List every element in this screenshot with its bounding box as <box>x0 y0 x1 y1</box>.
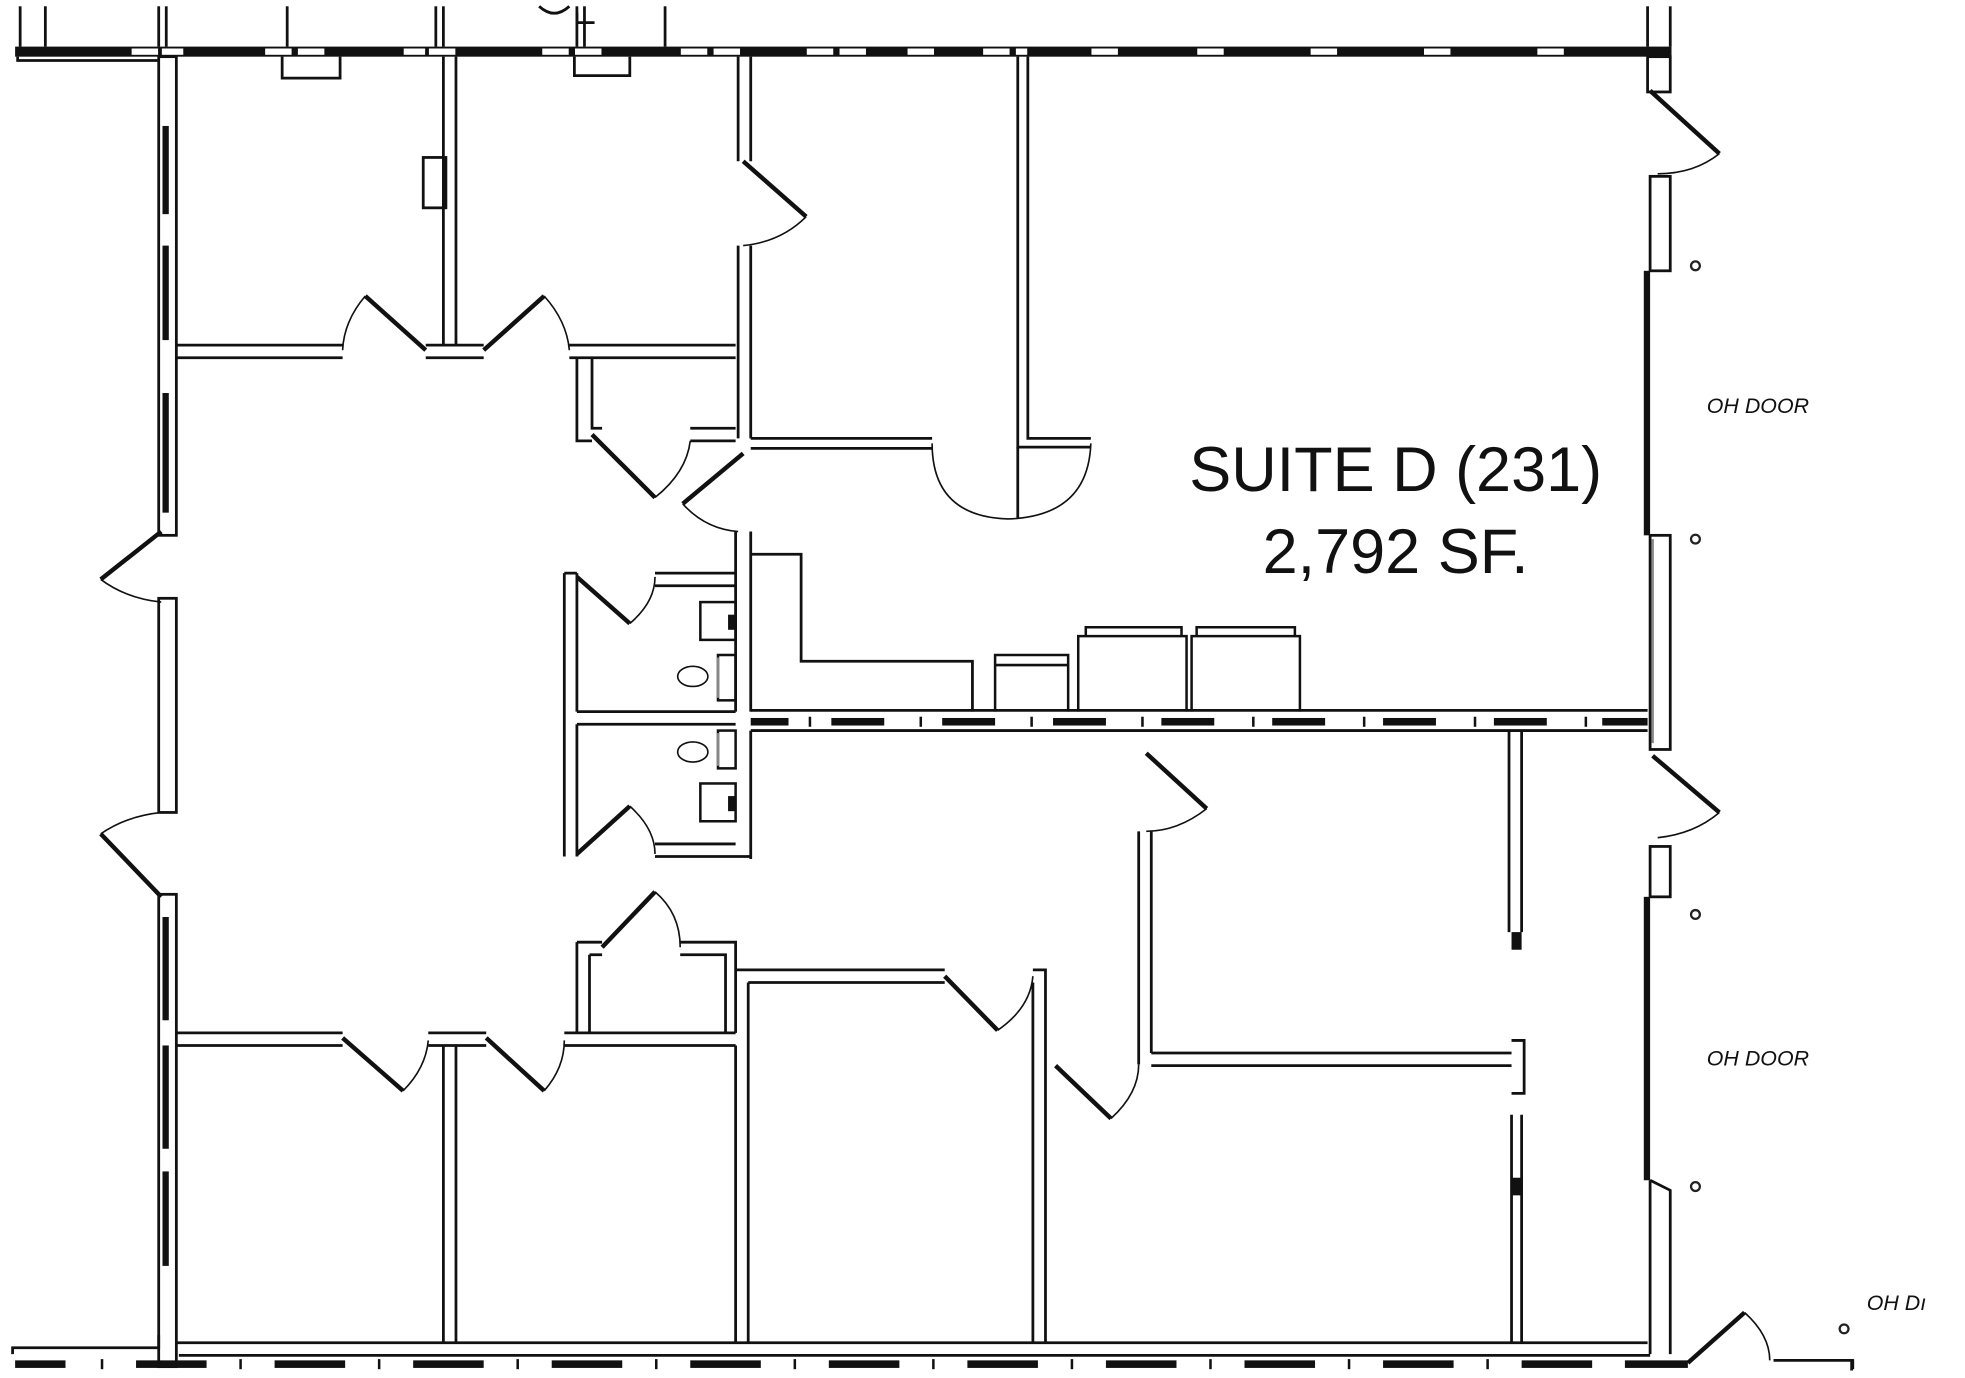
door-swings <box>99 159 1209 1121</box>
oh-door-label-lower: OH DOOR <box>1707 1047 1809 1071</box>
suite-area-label: 2,792 SF. <box>1263 517 1529 587</box>
suite-name-label: SUITE D (231) <box>1189 435 1602 505</box>
right-exterior-wall <box>1643 55 1854 1371</box>
oh-door-label-upper: OH DOOR <box>1707 394 1809 418</box>
oh-door-label-bottom: OH Dı <box>1867 1291 1926 1315</box>
left-exterior-wall <box>11 55 178 1369</box>
top-exterior-wall <box>15 5 1672 80</box>
interior-walls <box>176 56 1648 1345</box>
bottom-exterior-wall <box>15 1353 1855 1370</box>
